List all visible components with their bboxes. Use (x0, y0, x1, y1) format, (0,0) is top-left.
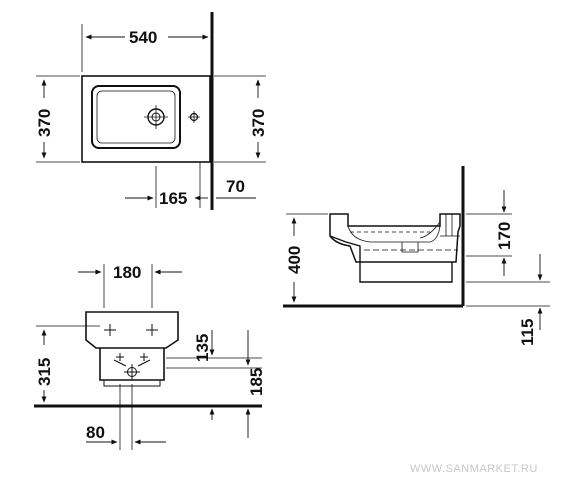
dim-top-depth-left: 370 (35, 109, 54, 137)
top-bowl-inner (96, 90, 176, 144)
side-body-outline (329, 213, 461, 263)
dim-front-height: 315 (35, 358, 54, 386)
dim-front-inlet: 135 (193, 334, 212, 362)
watermark: WWW.SANMARKET.RU (410, 463, 538, 475)
dim-front-bottom: 80 (86, 423, 105, 442)
top-view (36, 12, 266, 210)
dim-side-drain: 115 (518, 319, 537, 346)
dim-tap-offset: 165 (159, 189, 187, 208)
top-bowl-outline (91, 85, 181, 149)
dim-side-height: 400 (285, 246, 304, 274)
fixing-pattern-icon (113, 353, 151, 380)
front-body-outline (85, 311, 179, 349)
front-view (34, 264, 262, 450)
dim-front-outlet: 185 (247, 368, 266, 396)
side-view (283, 166, 550, 330)
tap-cross-icon (104, 324, 158, 336)
dim-front-width: 180 (113, 263, 141, 282)
top-body-outline (81, 75, 211, 163)
dim-wall-gap: 70 (226, 177, 245, 196)
dim-top-width: 540 (129, 28, 157, 47)
dim-top-depth-right: 370 (249, 109, 268, 137)
dim-side-rim: 170 (495, 222, 514, 250)
